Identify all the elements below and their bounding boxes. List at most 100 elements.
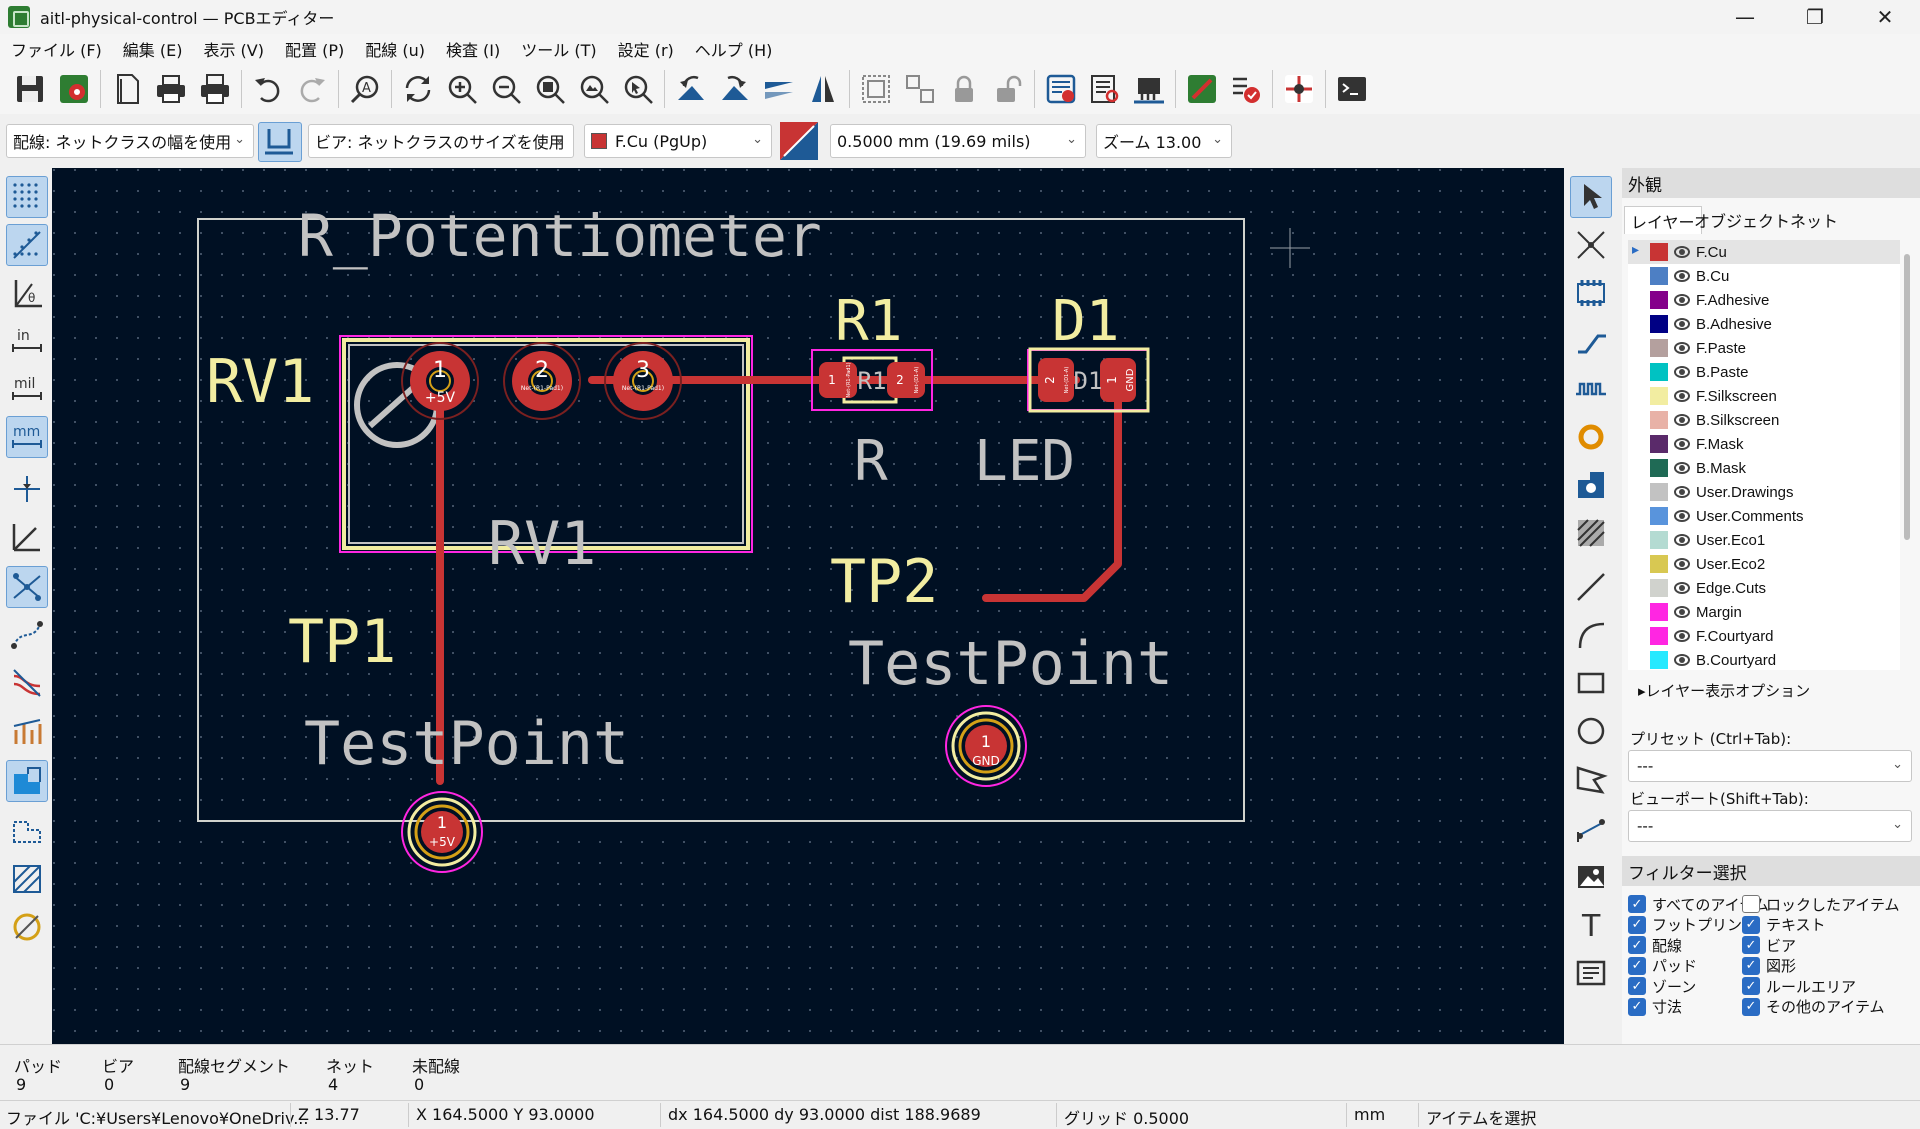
add-image-icon[interactable] (1570, 856, 1612, 898)
filter-checkbox[interactable]: ✓ゾーン (1628, 974, 1696, 998)
grid-dots-icon[interactable] (6, 176, 48, 218)
zoom-selection-icon[interactable] (616, 67, 660, 111)
footprint-editor-icon[interactable] (1127, 67, 1171, 111)
layer-color-swatch[interactable] (1650, 627, 1668, 645)
draw-rect-icon[interactable] (1570, 662, 1612, 704)
layer-row[interactable]: B.Silkscreen (1628, 408, 1900, 432)
layer-color-swatch[interactable] (1650, 387, 1668, 405)
layer-list-scrollbar[interactable] (1904, 254, 1910, 540)
visibility-eye-icon[interactable] (1674, 342, 1690, 354)
layer-row[interactable]: B.Paste (1628, 360, 1900, 384)
angle-icon[interactable] (6, 516, 48, 558)
checkbox-checked-icon[interactable]: ✓ (1742, 977, 1760, 995)
mirror-v-icon[interactable] (757, 67, 801, 111)
layer-display-options-toggle[interactable]: ▸レイヤー表示オプション (1638, 680, 1810, 701)
layer-row[interactable]: F.Courtyard (1628, 624, 1900, 648)
layer-row[interactable]: B.Courtyard (1628, 648, 1900, 670)
rotate-ccw-icon[interactable] (669, 67, 713, 111)
mirror-h-icon[interactable] (801, 67, 845, 111)
layer-row[interactable]: Edge.Cuts (1628, 576, 1900, 600)
filter-checkbox[interactable]: ✓図形 (1742, 954, 1796, 978)
layer-color-swatch[interactable] (1650, 291, 1668, 309)
filter-checkbox[interactable]: ✓すべてのアイテム (1628, 892, 1769, 916)
layer-color-swatch[interactable] (1650, 411, 1668, 429)
filter-checkbox[interactable]: ✓ルールエリア (1742, 974, 1856, 998)
via-size-select[interactable]: ビア: ネットクラスのサイズを使用⌄ (308, 124, 574, 158)
checkbox-checked-icon[interactable]: ✓ (1742, 915, 1760, 934)
drc-icon[interactable] (1224, 67, 1268, 111)
layer-row[interactable]: B.Cu (1628, 264, 1900, 288)
zone-fill-icon[interactable] (6, 760, 48, 802)
lock-icon[interactable] (942, 67, 986, 111)
zoom-fit-icon[interactable] (528, 67, 572, 111)
checkbox-checked-icon[interactable]: ✓ (1742, 956, 1760, 975)
layer-pair-icon[interactable] (780, 122, 818, 160)
via-outline-icon[interactable] (6, 906, 48, 948)
tab-nets[interactable]: ネット (1790, 212, 1839, 231)
visibility-eye-icon[interactable] (1674, 270, 1690, 282)
filter-checkbox[interactable]: ✓その他のアイテム (1742, 995, 1885, 1019)
visibility-eye-icon[interactable] (1674, 438, 1690, 450)
curved-ratsnest-icon[interactable] (6, 614, 48, 656)
close-button[interactable]: ✕ (1876, 5, 1894, 29)
zoom-out-icon[interactable] (484, 67, 528, 111)
pcb-board-view[interactable]: 1 +5V 2 Net-(R1-Pad1) 3 Net-(R1-Pad1) 1 … (52, 168, 1564, 1044)
tab-layers[interactable]: レイヤー (1624, 206, 1702, 234)
layer-color-swatch[interactable] (1650, 579, 1668, 597)
visibility-eye-icon[interactable] (1674, 486, 1690, 498)
scripting-console-icon[interactable] (1330, 67, 1374, 111)
plot-icon[interactable] (193, 67, 237, 111)
route-track-icon[interactable] (1570, 320, 1612, 362)
draw-polygon-icon[interactable] (1570, 758, 1612, 800)
preset-select[interactable]: ---⌄ (1628, 750, 1912, 782)
select-icon[interactable] (1570, 176, 1612, 218)
checkbox-checked-icon[interactable]: ✓ (1742, 997, 1760, 1016)
grid-overrides-icon[interactable] (6, 224, 48, 266)
layer-color-swatch[interactable] (1650, 531, 1668, 549)
filter-checkbox[interactable]: ✓フットプリント (1628, 913, 1757, 937)
refresh-icon[interactable] (396, 67, 440, 111)
page-settings-icon[interactable] (105, 67, 149, 111)
zoom-objects-icon[interactable] (572, 67, 616, 111)
r1-pad-1[interactable] (819, 362, 857, 398)
checkbox-checked-icon[interactable]: ✓ (1628, 895, 1646, 913)
pcb-canvas[interactable]: 1 +5V 2 Net-(R1-Pad1) 3 Net-(R1-Pad1) 1 … (52, 168, 1564, 1044)
layer-color-swatch[interactable] (1650, 363, 1668, 381)
save-icon[interactable] (8, 67, 52, 111)
layer-row[interactable]: User.Drawings (1628, 480, 1900, 504)
layer-select[interactable]: F.Cu (PgUp)⌄ (584, 124, 772, 158)
zone-outline-icon[interactable] (6, 808, 48, 850)
visibility-eye-icon[interactable] (1674, 390, 1690, 402)
layer-color-swatch[interactable] (1650, 435, 1668, 453)
auto-track-width-button[interactable] (258, 122, 302, 162)
local-ratsnest-icon[interactable] (1570, 224, 1612, 266)
filter-checkbox[interactable]: ✓寸法 (1628, 995, 1682, 1019)
menu-view[interactable]: 表示 (V) (203, 41, 264, 60)
filter-checkbox[interactable]: ✓配線 (1628, 933, 1682, 957)
add-dimension-icon[interactable] (1570, 808, 1612, 850)
netlist-icon[interactable] (1039, 67, 1083, 111)
tp2-pad-1[interactable] (965, 725, 1007, 767)
d1-pad-1[interactable] (1100, 358, 1136, 402)
layer-row[interactable]: F.Adhesive (1628, 288, 1900, 312)
ratsnest-icon[interactable] (6, 566, 48, 608)
layer-color-swatch[interactable] (1650, 339, 1668, 357)
visibility-eye-icon[interactable] (1674, 246, 1690, 258)
layer-color-swatch[interactable] (1650, 243, 1668, 261)
footprint-browser-icon[interactable] (1083, 67, 1127, 111)
visibility-eye-icon[interactable] (1674, 558, 1690, 570)
checkbox-checked-icon[interactable]: ✓ (1628, 936, 1646, 954)
visibility-eye-icon[interactable] (1674, 582, 1690, 594)
layer-row[interactable]: B.Adhesive (1628, 312, 1900, 336)
visibility-eye-icon[interactable] (1674, 294, 1690, 306)
menu-preferences[interactable]: 設定 (r) (617, 41, 674, 60)
redo-icon[interactable] (290, 67, 334, 111)
undo-icon[interactable] (246, 67, 290, 111)
schematic-icon[interactable] (1180, 67, 1224, 111)
mil-units-icon[interactable]: mil (6, 368, 48, 410)
menu-route[interactable]: 配線 (u) (365, 41, 425, 60)
layer-color-swatch[interactable] (1650, 459, 1668, 477)
visibility-eye-icon[interactable] (1674, 318, 1690, 330)
add-rule-area-icon[interactable] (1570, 512, 1612, 554)
visibility-eye-icon[interactable] (1674, 510, 1690, 522)
